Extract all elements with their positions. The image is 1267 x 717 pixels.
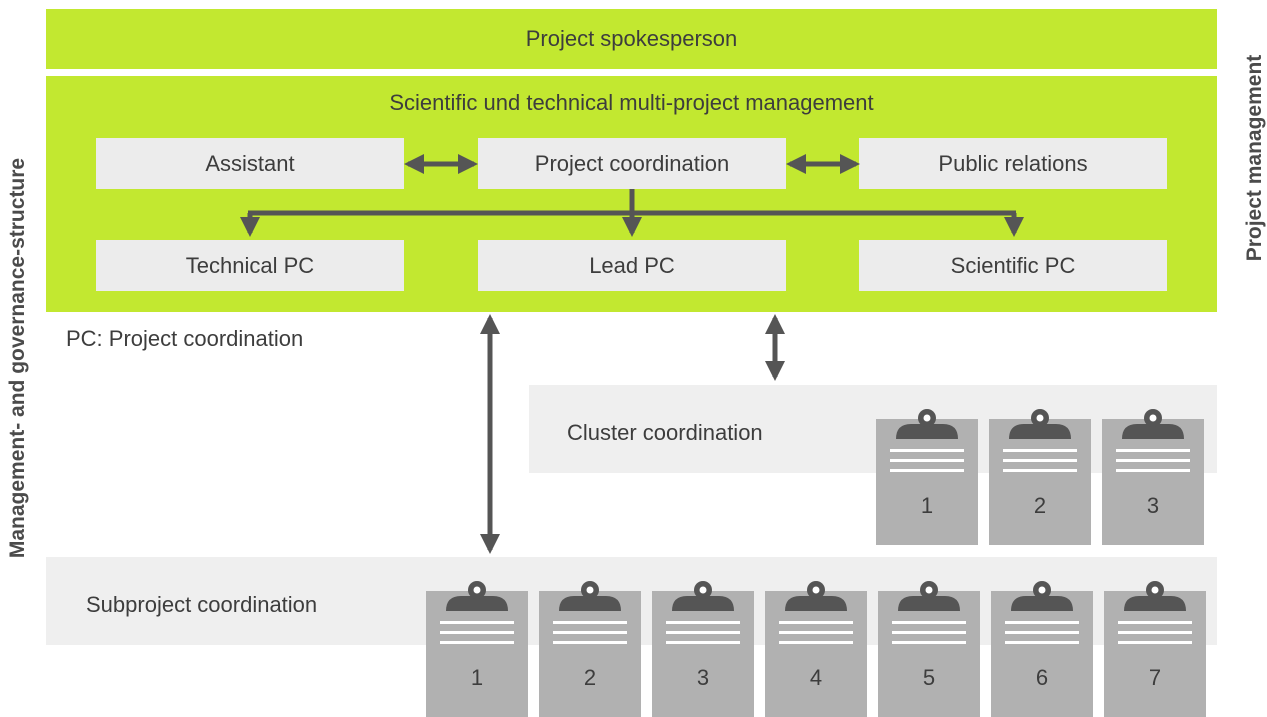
clipboard-line [779,631,853,634]
clipboard-icon [785,581,847,611]
project-spokesperson-bar: Project spokesperson [46,9,1217,69]
lead-pc-box: Lead PC [478,240,786,291]
clipboard: 3 [1102,405,1204,545]
clipboard: 2 [989,405,1091,545]
clipboard-line [1003,449,1077,452]
clipboard: 6 [991,577,1093,717]
clipboard: 2 [539,577,641,717]
clipboard: 7 [1104,577,1206,717]
public-relations-box: Public relations [859,138,1167,189]
clipboard: 5 [878,577,980,717]
clipboard-number: 1 [470,665,484,690]
clipboard: 3 [652,577,754,717]
assistant-box: Assistant [96,138,404,189]
clipboard: 4 [765,577,867,717]
clipboard-board [539,591,641,717]
clipboard-line [892,641,966,644]
clipboard-number: 5 [922,665,936,690]
clipboard-line [892,621,966,624]
clipboard-line [1005,621,1079,624]
clipboard-line [1116,449,1190,452]
clipboard-icon [559,581,621,611]
clipboard: 1 [876,405,978,545]
legend-text: PC: Project coordination [66,326,304,351]
clipboard-line [890,449,964,452]
clipboard-line [1003,459,1077,462]
clipboard-line [553,621,627,624]
clipboard-number: 6 [1035,665,1049,690]
clipboard-line [1118,621,1192,624]
clipboard-line [1118,631,1192,634]
clipboard-board [1104,591,1206,717]
clipboard-line [892,631,966,634]
clipboard-number: 3 [1146,493,1160,518]
clipboard-icon [446,581,508,611]
clipboard-board [989,419,1091,545]
clipboard-line [1005,631,1079,634]
clipboard-line [890,469,964,472]
clipboard-line [666,621,740,624]
clipboard-line [1118,641,1192,644]
clipboard-line [440,641,514,644]
clipboard-number: 3 [696,665,710,690]
clipboard-board [652,591,754,717]
clipboard-line [553,631,627,634]
clipboard-number: 7 [1148,665,1162,690]
clipboard-line [779,621,853,624]
clipboard-icon [1124,581,1186,611]
clipboard-line [779,641,853,644]
clipboard-line [1116,469,1190,472]
clipboard-number: 1 [920,493,934,518]
clipboard-line [890,459,964,462]
scientific-pc-box: Scientific PC [859,240,1167,291]
clipboard-board [1102,419,1204,545]
clipboard-line [666,641,740,644]
management-title: Scientific und technical multi-project m… [389,90,874,115]
clipboard-line [440,621,514,624]
clipboard-board [876,419,978,545]
clipboard-icon [1009,409,1071,439]
clipboard-line [1005,641,1079,644]
clipboard-icon [1122,409,1184,439]
clipboard-line [440,631,514,634]
clipboard-number: 2 [1033,493,1047,518]
clipboard-line [666,631,740,634]
clipboard-board [991,591,1093,717]
cluster-coordination-label: Cluster coordination [567,420,763,445]
technical-pc-box: Technical PC [96,240,404,291]
clipboard-board [426,591,528,717]
project-spokesperson-label: Project spokesperson [525,26,738,51]
clipboard-number: 4 [809,665,823,690]
clipboard-board [878,591,980,717]
clipboard-icon [896,409,958,439]
clipboard-icon [1011,581,1073,611]
clipboard-icon [898,581,960,611]
subproject-coordination-label: Subproject coordination [86,592,318,617]
project-coordination-box: Project coordination [478,138,786,189]
clipboard: 1 [426,577,528,717]
clipboard-line [1116,459,1190,462]
clipboard-line [1003,469,1077,472]
clipboard-board [765,591,867,717]
clipboard-icon [672,581,734,611]
clipboard-number: 2 [583,665,597,690]
clipboard-line [553,641,627,644]
